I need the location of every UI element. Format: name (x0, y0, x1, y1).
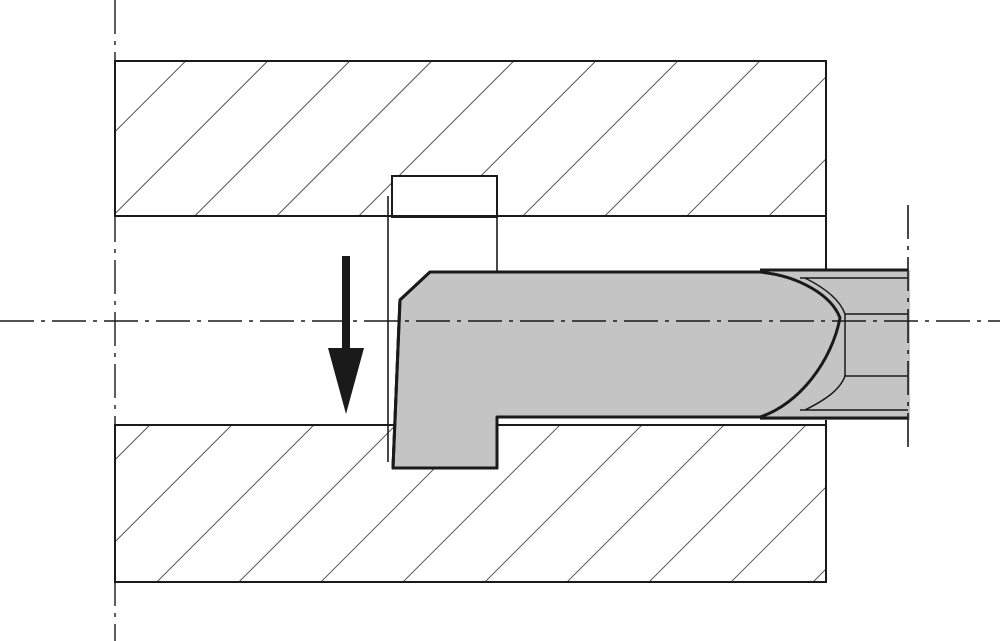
feed-arrow-icon (328, 256, 364, 414)
groove-guide-lines (387, 176, 498, 462)
groove-recess (391, 175, 498, 218)
